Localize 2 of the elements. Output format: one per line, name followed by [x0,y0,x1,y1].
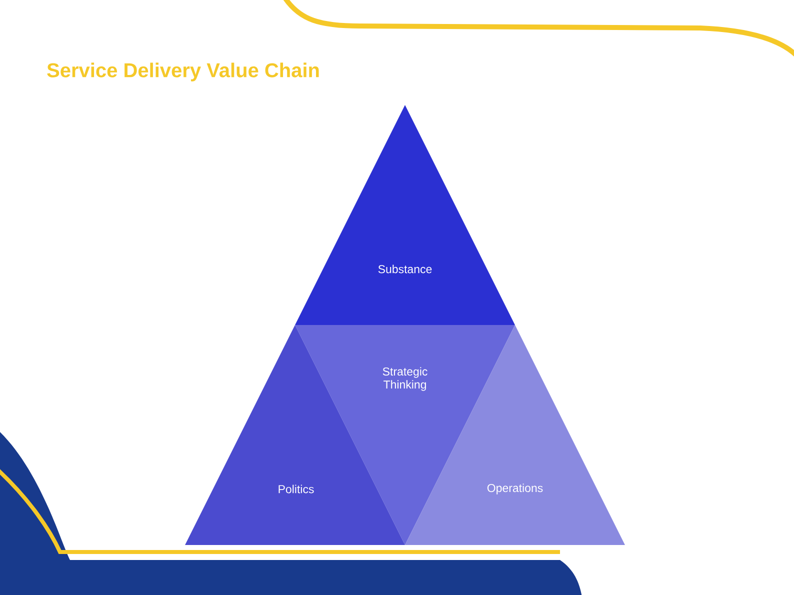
triangle-segment: Substance [295,105,515,325]
title: Service Delivery Value Chain [47,62,319,82]
